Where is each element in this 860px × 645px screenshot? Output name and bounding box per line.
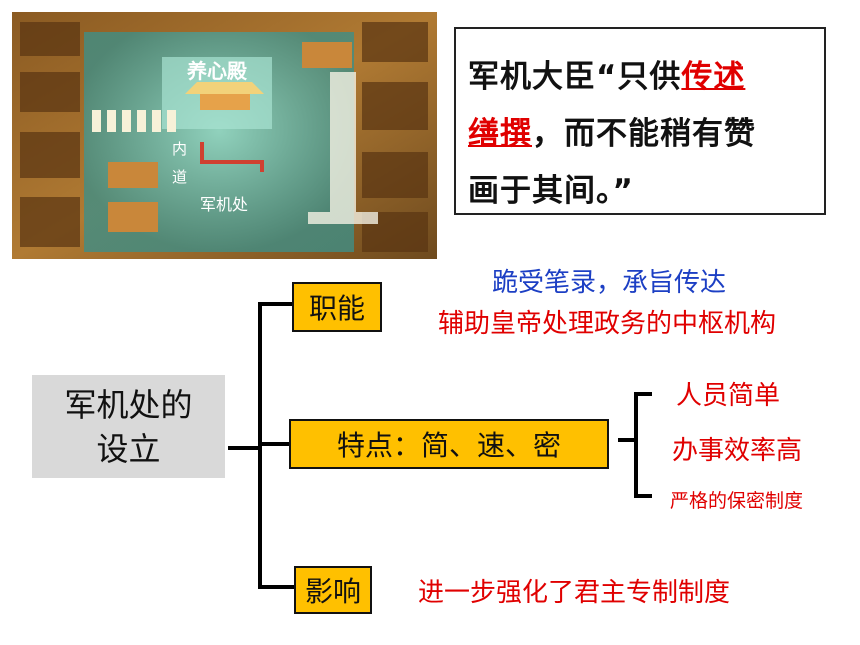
- quote-highlight-shanzhuan: 缮撰: [468, 116, 532, 152]
- feature-connector-line: [618, 438, 636, 442]
- branch-line-feature: [258, 442, 290, 446]
- feature-bracket-bottom: [634, 494, 652, 498]
- feature-item-2: 办事效率高: [672, 436, 803, 466]
- function-desc-2: 辅助皇帝处理政务的中枢机构: [438, 309, 777, 339]
- quote-line-1-text: 军机大臣“只供: [468, 59, 682, 95]
- impact-box: 影响: [294, 566, 372, 614]
- quote-line-1: 军机大臣“只供传述: [468, 51, 745, 96]
- map-label-yangxindian: 养心殿: [186, 59, 248, 83]
- branch-line-function: [258, 302, 292, 306]
- feature-box: 特点：简、速、密: [289, 419, 609, 469]
- branch-line-impact: [258, 585, 294, 589]
- map-label-nei: 内: [172, 140, 187, 158]
- map-label-dao: 道: [172, 168, 187, 186]
- quote-box: 军机大臣“只供传述 缮撰，而不能稍有赞 画于其间。”: [454, 27, 826, 215]
- quote-highlight-chuanshu: 传述: [681, 59, 746, 95]
- map-label-junjichu: 军机处: [200, 195, 248, 214]
- quote-line-2: 缮撰，而不能稍有赞: [468, 108, 756, 153]
- palace-map-image: 养心殿 内 道 军机处: [12, 12, 437, 259]
- function-desc-1: 跪受笔录，承旨传达: [492, 268, 727, 298]
- root-node-line-2: 设立: [96, 429, 161, 468]
- function-box: 职能: [292, 282, 382, 332]
- root-node: 军机处的 设立: [32, 375, 225, 478]
- root-connector-line: [228, 446, 260, 450]
- feature-item-1: 人员简单: [676, 381, 781, 411]
- feature-bracket-top: [634, 392, 652, 396]
- feature-item-3: 严格的保密制度: [670, 490, 804, 512]
- feature-bracket-vertical: [634, 393, 638, 497]
- quote-line-3: 画于其间。”: [468, 173, 634, 209]
- impact-desc: 进一步强化了君主专制制度: [418, 578, 731, 608]
- root-node-line-1: 军机处的: [64, 385, 193, 424]
- quote-line-2-text: ，而不能稍有赞: [532, 116, 756, 152]
